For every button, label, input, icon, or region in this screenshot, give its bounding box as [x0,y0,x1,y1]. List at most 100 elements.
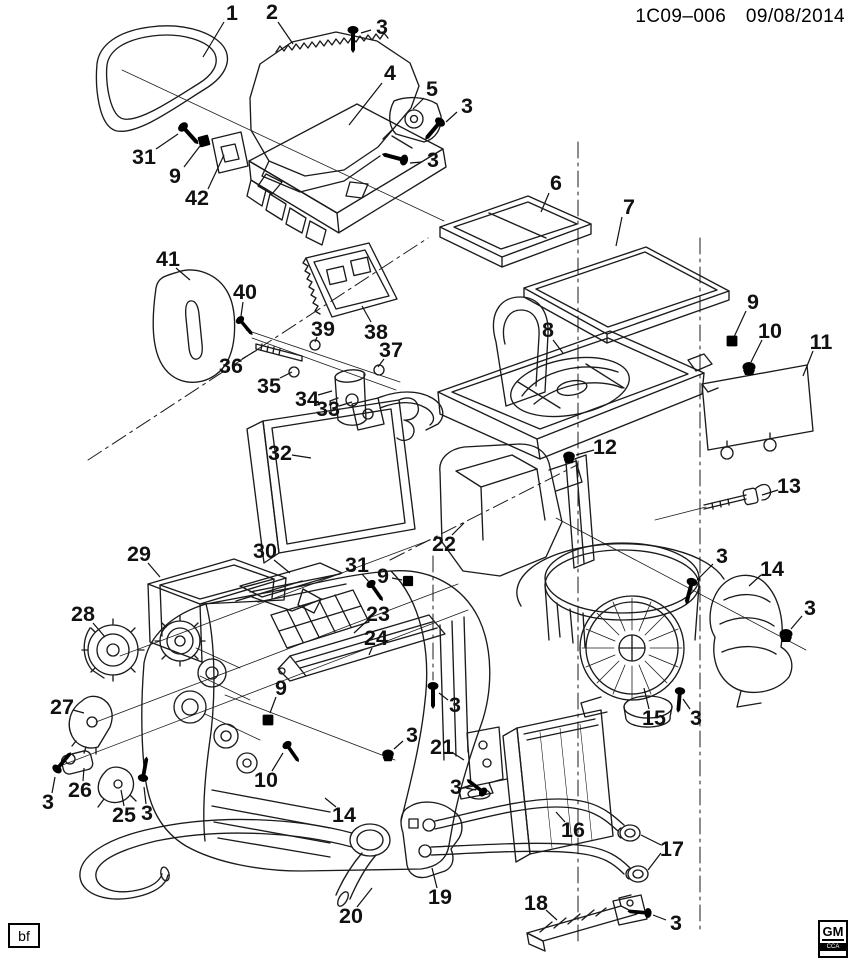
screw-icon [280,739,303,765]
callout-leader-line [647,852,662,871]
callout-label: 19 [428,885,452,909]
callout-label: 15 [642,706,666,730]
fasteners [50,26,793,919]
callout-leader-line [452,752,465,761]
callout-label: 14 [332,803,356,827]
callout-label: 3 [427,148,439,172]
callout-label: 3 [690,706,702,730]
callout-label: 3 [804,596,816,620]
drawing-header: 1C09–006 09/08/2014 [635,6,845,28]
screw-icon [380,148,410,167]
callout-label: 14 [760,557,784,581]
gm-logo: GM CCA [818,920,848,958]
part-upper-case-2 [249,31,420,199]
part-blower-15 [516,542,725,728]
bolt-icon [382,749,394,762]
callout-leader-line [175,267,191,281]
callout-leader-line [72,709,85,714]
diagram-artwork [50,25,814,952]
callout-leader-line [155,133,179,150]
center-lines [59,69,807,943]
part-bracket-21 [458,726,508,800]
callout-leader-line [748,574,762,587]
callout-label: 2 [266,0,278,24]
callout-leader-line [555,811,566,823]
part-sensor-13 [703,483,772,510]
screw-icon [427,682,439,709]
callout-label: 16 [561,818,585,842]
part-tube-36 [255,343,303,362]
callout-leader-line [240,301,244,317]
callout-leader-line [207,154,225,190]
part-gear-28 [81,618,145,682]
callout-label: 21 [430,735,454,759]
gm-logo-text: GM [821,924,845,941]
part-cover-panel-11 [701,364,814,460]
callout-label: 23 [366,602,390,626]
screw-icon [137,755,152,783]
callout-label: 31 [132,145,156,169]
callout-label: 32 [268,441,292,465]
callout-leader-line [682,698,691,710]
callout-label: 10 [758,319,782,343]
callout-leader-line [51,776,56,794]
callout-label: 1 [226,1,238,25]
callout-label: 3 [141,801,153,825]
callout-label: 24 [364,626,388,650]
part-seal-1 [95,25,229,132]
callout-leader-line [393,740,404,750]
clip-icon [197,134,211,148]
part-case-top-29 [147,558,287,663]
part-actuator-5 [382,96,442,149]
gm-logo-subtext: CCA [820,943,846,951]
screw-icon [347,26,359,53]
callout-label: 9 [275,676,287,700]
callout-label: 3 [461,94,473,118]
callout-leader-line [540,192,550,213]
callout-label: 10 [254,768,278,792]
part-duct-14-right [709,574,793,708]
callout-leader-line [147,562,161,578]
callout-label: 20 [339,904,363,928]
callout-leader-line [377,358,385,368]
part-pipe-bracket-19 [400,798,631,879]
callout-label: 41 [156,247,180,271]
callout-leader-line [241,349,258,360]
callout-label: 30 [253,539,277,563]
part-evaporator-32 [246,397,420,564]
callout-leader-line [353,619,369,634]
callout-label: 25 [112,803,136,827]
callout-leader-line [82,767,85,782]
callout-leader-line [183,145,201,168]
callout-label: 29 [127,542,151,566]
callout-label: 31 [345,553,369,577]
part-lever-30 [235,562,343,614]
callout-leader-line [360,29,372,34]
callout-label: 33 [316,397,340,421]
callout-leader-line [640,834,662,846]
part-cam-25 [97,766,137,808]
nut-icon [563,451,575,464]
callout-label: 3 [450,775,462,799]
screw-icon [176,120,203,148]
callout-label: 7 [623,195,635,219]
callout-leader-line [652,914,667,921]
callout-leader-line [790,615,803,630]
callout-leader-line [431,867,438,889]
callout-leader-line [750,339,763,363]
callout-label: 9 [377,564,389,588]
callout-label: 42 [185,186,209,210]
callout-leader-line [356,887,373,908]
callout-leader-line [545,909,558,921]
part-blower-upper-case-8 [437,296,713,460]
callout-leader-line [733,310,747,338]
callout-label: 9 [169,164,181,188]
callout-label: 34 [295,387,319,411]
callout-label: 39 [311,317,335,341]
part-cabin-filter-7 [523,246,730,344]
callout-label: 22 [432,532,456,556]
callout-leader-line [361,573,370,583]
part-heater-core-16 [502,709,614,863]
clip-icon [726,335,738,347]
